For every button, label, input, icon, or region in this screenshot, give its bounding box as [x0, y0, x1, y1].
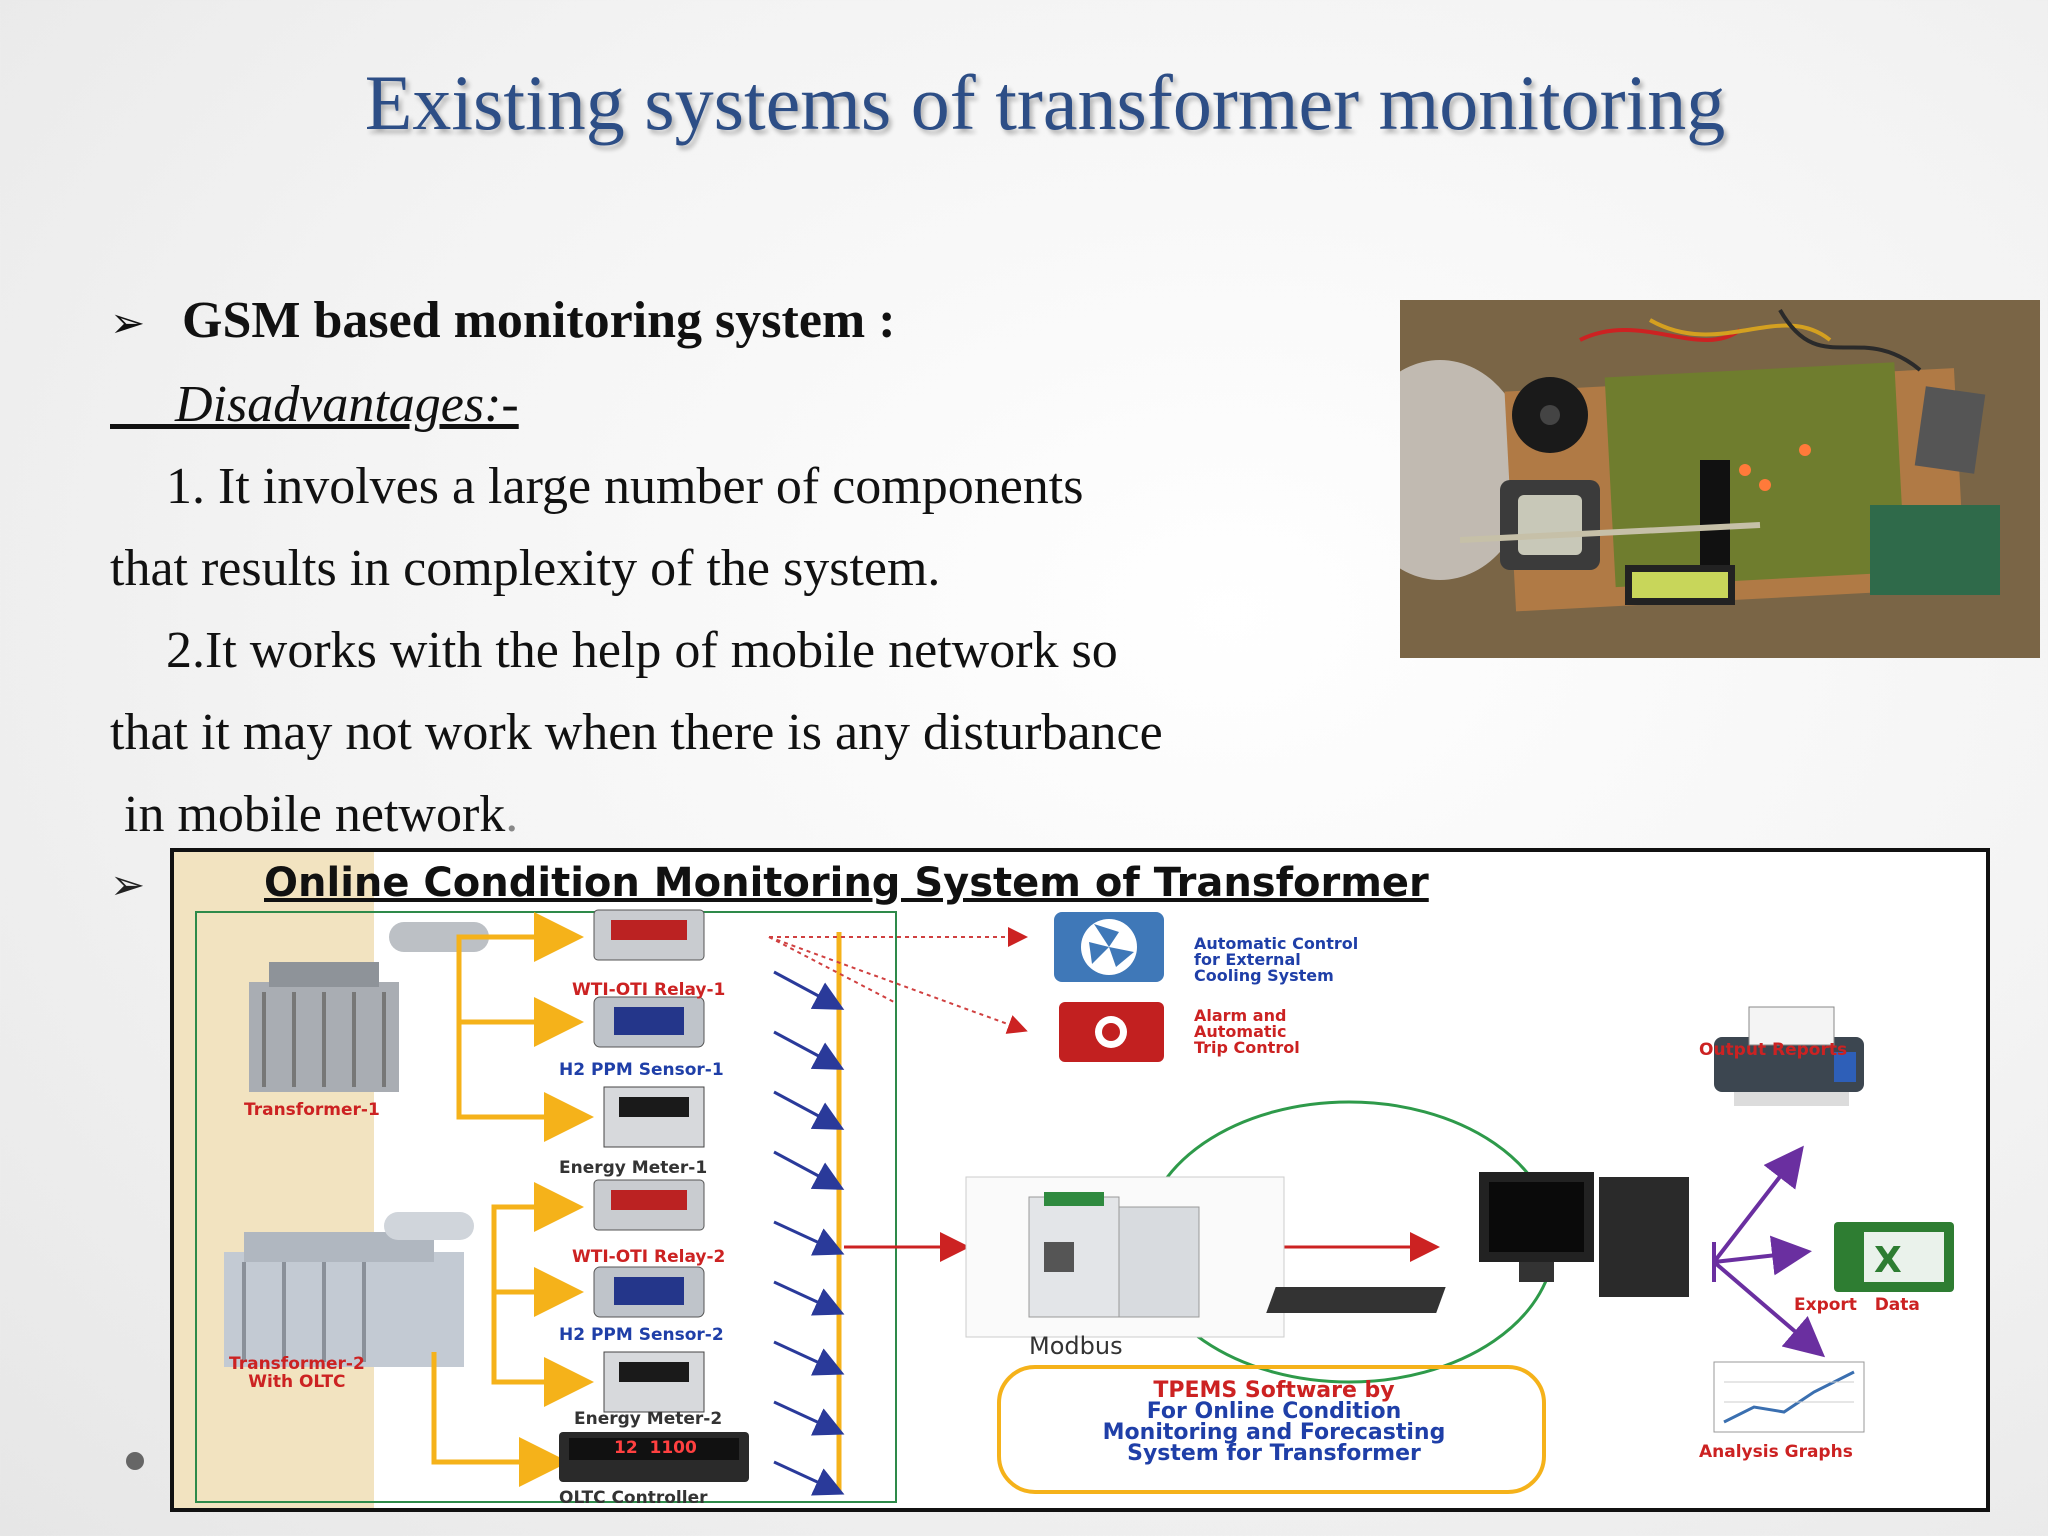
- point-1b: that results in complexity of the system…: [110, 540, 941, 597]
- alarm-label: Alarm and Automatic Trip Control: [1194, 1006, 1300, 1057]
- arrow-bullet-icon-2: ➢: [110, 860, 146, 909]
- sensor-1-icon: [593, 996, 705, 1048]
- alarm-icon: [1059, 1002, 1164, 1062]
- oltc-label: OLTC Controller: [559, 1488, 708, 1508]
- modbus-label: Modbus: [1029, 1332, 1123, 1360]
- gsm-board-photo: [1400, 300, 2040, 658]
- oltc-display: 12 1100: [614, 1438, 697, 1458]
- slide-title: Existing systems of transformer monitori…: [364, 59, 1726, 146]
- point-1a: 1. It involves a large number of compone…: [166, 458, 1084, 515]
- energy-meter-2-icon: [603, 1351, 705, 1413]
- oltc-controller-icon: [559, 1432, 749, 1482]
- point-2a: 2.It works with the help of mobile netwo…: [166, 622, 1118, 679]
- heading-line: ➢ GSM based monitoring system :: [110, 280, 1350, 364]
- bullet-dot-icon: [126, 1452, 144, 1470]
- transformer-1-label: Transformer-1: [244, 1100, 380, 1120]
- transformer-1-icon: [249, 922, 489, 1092]
- diagram-title: Online Condition Monitoring System of Tr…: [264, 860, 1429, 906]
- disadvantages-label: Disadvantages:-: [175, 376, 519, 433]
- disadvantages-line: Disadvantages:-: [110, 364, 1350, 446]
- export-data-label: Export Data: [1794, 1295, 1920, 1315]
- analysis-graphs-label: Analysis Graphs: [1699, 1442, 1853, 1462]
- sensor-2-label: H2 PPM Sensor-2: [559, 1325, 724, 1345]
- monitoring-diagram: X Online Condition Monitoring System of …: [170, 848, 1990, 1512]
- relay-2-label: WTI-OTI Relay-2: [572, 1247, 726, 1267]
- energy-meter-2-label: Energy Meter-2: [574, 1409, 723, 1429]
- section-heading: GSM based monitoring system :: [182, 292, 896, 349]
- svg-text:X: X: [1874, 1240, 1902, 1281]
- computer-icon: [1266, 1172, 1689, 1313]
- arrow-bullet-icon: ➢: [110, 298, 146, 347]
- output-reports-label: Output Reports: [1699, 1040, 1848, 1060]
- relay-1-label: WTI-OTI Relay-1: [572, 980, 726, 1000]
- sensor-1-label: H2 PPM Sensor-1: [559, 1060, 724, 1080]
- point-2b: that it may not work when there is any d…: [110, 704, 1163, 761]
- cooling-fan-icon: [1054, 912, 1164, 982]
- slide-text: ➢ GSM based monitoring system : Disadvant…: [110, 280, 1350, 856]
- analysis-graph-icon: [1713, 1361, 1865, 1433]
- energy-meter-1-label: Energy Meter-1: [559, 1158, 708, 1178]
- sensor-2-icon: [593, 1266, 705, 1318]
- energy-meter-1-icon: [603, 1086, 705, 1148]
- relay-2-icon: [593, 1179, 705, 1231]
- printer-icon: [1714, 1006, 1864, 1106]
- point-2c: in mobile network.: [124, 786, 519, 843]
- transformer-2-icon: [224, 1212, 474, 1367]
- transformer-2-label: Transformer-2 With OLTC: [229, 1354, 365, 1392]
- cooling-label: Automatic Control for External Cooling S…: [1194, 934, 1359, 985]
- modbus-device-icon: [1028, 1192, 1200, 1318]
- software-label: TPEMS Software by For Online Condition M…: [1102, 1378, 1446, 1466]
- relay-1-icon: [593, 909, 705, 961]
- excel-icon: X: [1834, 1222, 1954, 1292]
